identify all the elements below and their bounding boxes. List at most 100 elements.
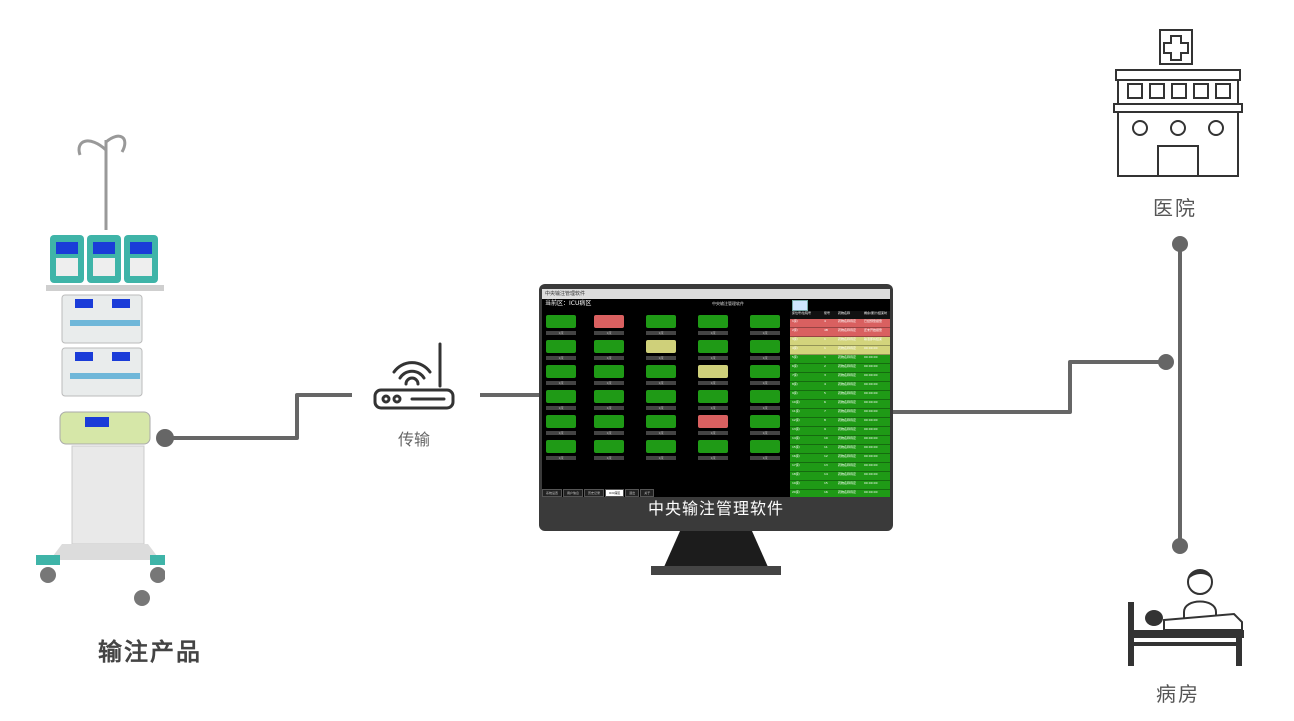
table-cell: 药物名称待定 [838, 472, 857, 476]
bed-tile[interactable] [546, 415, 576, 428]
table-cell: 1 [824, 337, 826, 341]
bed-tile[interactable] [750, 390, 780, 403]
bed-tile[interactable] [546, 390, 576, 403]
product-label: 输注产品 [98, 638, 202, 666]
table-cell: 3 [824, 373, 826, 377]
table-cell: 10床/ [792, 400, 800, 404]
bed-tile[interactable] [750, 440, 780, 453]
bed-tile[interactable] [750, 315, 780, 328]
monitor-base [651, 566, 781, 575]
table-cell: 药物名称待定 [838, 418, 857, 422]
bed-tile[interactable] [594, 415, 624, 428]
bed-tile-label: 1床 [594, 456, 624, 460]
table-cell: 16床/ [792, 454, 800, 458]
bed-tile[interactable] [594, 440, 624, 453]
table-cell: 00:00:00 [864, 346, 878, 350]
table-cell: 8床/ [792, 382, 798, 386]
table-cell: 9 [824, 427, 826, 431]
bed-tile-label: 1床 [750, 431, 780, 435]
bed-tile-label: 1床 [594, 331, 624, 335]
bed-tile[interactable] [546, 340, 576, 353]
table-cell: 11 [824, 445, 828, 449]
table-cell: 18床/ [792, 472, 800, 476]
table-cell: 药物名称待定 [838, 400, 857, 404]
table-cell: 药物名称待定 [838, 364, 857, 368]
bed-tile-label: 1床 [646, 381, 676, 385]
table-header-cell: 泵号 [824, 311, 831, 315]
table-cell: 药物名称待定 [838, 409, 857, 413]
bed-tile[interactable] [698, 390, 728, 403]
screen-app-title: 中央输注管理软件 [712, 301, 744, 306]
table-cell: 20床/ [792, 490, 800, 494]
table-cell: 15 [824, 481, 828, 485]
table-cell: 3床/ [792, 337, 798, 341]
table-cell: 13床/ [792, 427, 800, 431]
bed-tile[interactable] [750, 340, 780, 353]
screen-tab[interactable]: 系统设置 [542, 489, 563, 497]
bed-tile[interactable] [646, 415, 676, 428]
table-cell: 10 [824, 436, 828, 440]
bed-tile[interactable] [698, 365, 728, 378]
bed-tile[interactable] [546, 440, 576, 453]
bed-tile[interactable] [698, 440, 728, 453]
bed-tile[interactable] [594, 390, 624, 403]
bed-tile[interactable] [698, 315, 728, 328]
table-cell: 2床/ [792, 328, 798, 332]
bed-tile[interactable] [698, 340, 728, 353]
transmit-label: 传输 [398, 430, 431, 449]
bed-tile[interactable] [546, 365, 576, 378]
table-cell: 药物名称待定 [838, 346, 857, 350]
table-cell: 00:00:00 [864, 436, 878, 440]
bed-tile-label: 1床 [750, 456, 780, 460]
router-icon [373, 342, 455, 410]
bed-tile[interactable] [698, 415, 728, 428]
bed-tile[interactable] [646, 390, 676, 403]
table-header-cell: 床位号/住院号 [792, 311, 812, 315]
table-cell: 00:00:00 [864, 355, 878, 359]
screen-tab[interactable]: 用户信息 [563, 489, 584, 497]
screen-tab[interactable]: ICU病区 [605, 489, 625, 497]
screen-tab[interactable]: 退出 [625, 489, 640, 497]
table-cell: 药物名称待定 [838, 391, 857, 395]
bed-tile[interactable] [546, 315, 576, 328]
table-header-cell: 剩余/累计/结束时 [864, 311, 888, 315]
current-ward: 当前区：ICU病区 [545, 300, 592, 307]
table-cell: 4B [824, 328, 828, 332]
bed-tile[interactable] [750, 365, 780, 378]
table-cell: 药物名称待定 [838, 436, 857, 440]
bed-tile[interactable] [646, 365, 676, 378]
bed-tile[interactable] [750, 415, 780, 428]
bed-tile[interactable] [594, 340, 624, 353]
bed-tile[interactable] [646, 440, 676, 453]
bed-tile[interactable] [646, 315, 676, 328]
bed-tile-label: 1床 [546, 456, 576, 460]
bed-tile[interactable] [646, 340, 676, 353]
bed-tile[interactable] [594, 315, 624, 328]
table-cell: 16 [824, 490, 828, 494]
screen-tab[interactable]: 关于 [640, 489, 655, 497]
bed-tile[interactable] [594, 365, 624, 378]
screen-tab[interactable]: 历史记录 [584, 489, 605, 497]
table-header: 床位号/住院号泵号药物名称剩余/累计/结束时 [790, 311, 890, 319]
